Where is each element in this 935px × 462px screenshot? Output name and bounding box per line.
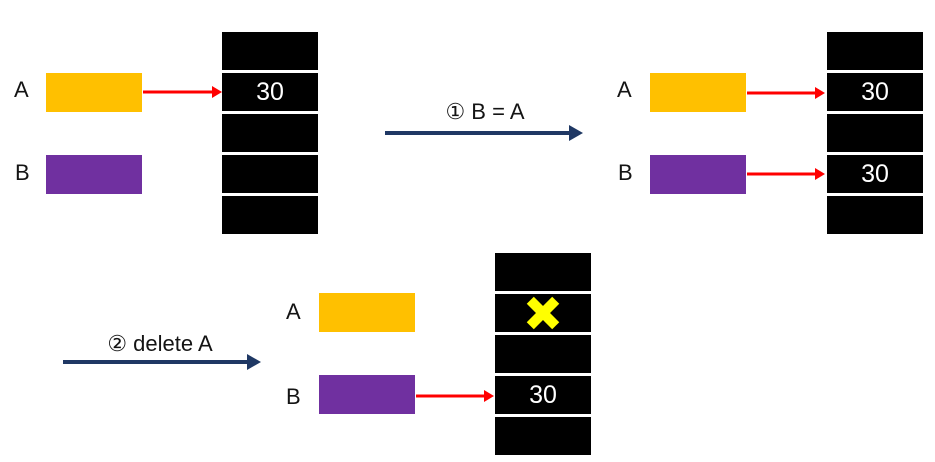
memory-cell (222, 196, 318, 234)
panel3-variable-b-label: B (286, 384, 301, 409)
memory-cell-value: 30 (827, 155, 923, 193)
arrow-head-icon (484, 390, 494, 402)
memory-cell (827, 32, 923, 70)
arrow-shaft (747, 172, 817, 176)
arrow-head-icon (247, 354, 261, 370)
panel3-pointer-arrow-b (416, 388, 494, 404)
memory-cell (827, 196, 923, 234)
panel2-variable-a-label: A (617, 77, 632, 102)
memory-cell (495, 417, 591, 455)
arrow-shaft (416, 394, 486, 398)
panel2-memory-column: 30 30 (827, 32, 923, 234)
panel3-memory-column: 30 (495, 253, 591, 455)
arrow-shaft (385, 131, 572, 135)
step1-arrow (385, 124, 583, 142)
step2-label: ② delete A (107, 331, 213, 356)
step1-label: ① B = A (445, 99, 525, 124)
memory-cell (495, 335, 591, 373)
panel1-variable-b-label: B (15, 160, 30, 185)
memory-cell (495, 253, 591, 291)
step2-arrow (63, 353, 261, 371)
panel1-variable-a-box (46, 73, 142, 112)
panel2-pointer-arrow-b (747, 166, 825, 182)
memory-cell (827, 114, 923, 152)
memory-cell (222, 155, 318, 193)
memory-cell-deleted (495, 294, 591, 332)
panel2-variable-b-label: B (618, 160, 633, 185)
arrow-head-icon (815, 87, 825, 99)
memory-cell (222, 32, 318, 70)
panel1-memory-column: 30 (222, 32, 318, 234)
arrow-shaft (63, 360, 250, 364)
memory-cell-value: 30 (495, 376, 591, 414)
arrow-shaft (143, 90, 214, 94)
arrow-head-icon (815, 168, 825, 180)
panel2-variable-a-box (650, 73, 746, 112)
memory-cell (222, 114, 318, 152)
deleted-x-icon (526, 296, 560, 330)
arrow-head-icon (212, 86, 222, 98)
panel1-variable-b-box (46, 155, 142, 194)
arrow-head-icon (569, 125, 583, 141)
panel3-variable-b-box (319, 375, 415, 414)
arrow-shaft (747, 91, 817, 95)
panel3-variable-a-label: A (286, 299, 301, 324)
panel3-variable-a-box (319, 293, 415, 332)
panel2-variable-b-box (650, 155, 746, 194)
panel1-variable-a-label: A (14, 77, 29, 102)
memory-cell-value: 30 (222, 73, 318, 111)
panel2-pointer-arrow-a (747, 85, 825, 101)
memory-cell-value: 30 (827, 73, 923, 111)
panel1-pointer-arrow-a (143, 84, 222, 100)
